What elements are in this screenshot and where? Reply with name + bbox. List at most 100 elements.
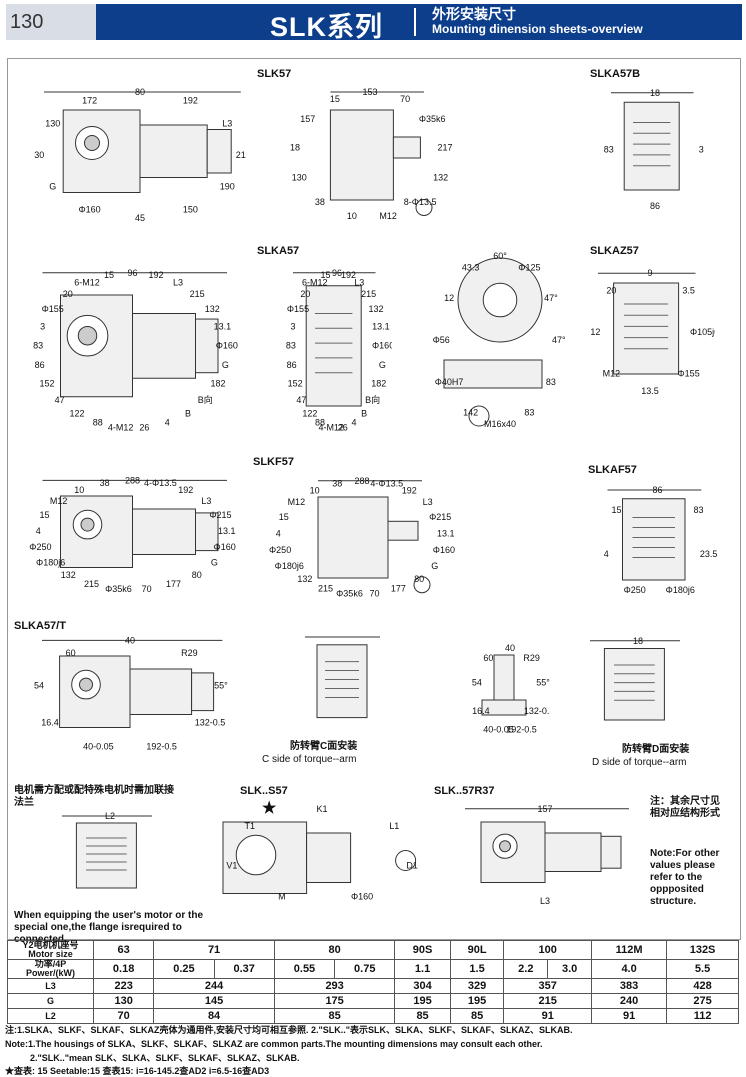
label-slkaf57: SLKAF57	[588, 464, 637, 476]
shaft-section	[413, 576, 431, 594]
dimension-label: 47°	[544, 293, 558, 303]
value-cell: 244	[153, 978, 275, 994]
dimension-label: 10	[74, 485, 84, 495]
dimension-label: 192	[402, 486, 417, 496]
dimension-label: Φ250	[29, 542, 51, 552]
dimension-label: 38	[315, 197, 325, 207]
dimension-label: 13.1	[218, 526, 236, 536]
dimension-label: 4-Φ13.5	[370, 478, 403, 488]
dimension-label: 132	[297, 574, 312, 584]
motor-size-cell: 132S	[666, 940, 739, 960]
dimension-label: G	[211, 557, 218, 567]
motor-fan-cover	[195, 318, 219, 374]
value-cell: 215	[503, 993, 593, 1009]
motor-size-cell: 80	[273, 940, 396, 960]
dimension-label: 15	[321, 270, 331, 280]
label-slkaz57: SLKAZ57	[590, 245, 639, 257]
footnote-1: 注:1.SLKA、SLKF、SLKAF、SLKAZ壳体为通用件,安装尺寸均可相互…	[5, 1025, 573, 1035]
motor-flange-note-cn: 电机需方配或配特殊电机时需加联接法兰	[14, 785, 174, 808]
dimension-label: 55°	[536, 678, 550, 688]
dimension-label: 13.1	[437, 528, 455, 538]
power-cell: 1.1	[394, 959, 451, 979]
dimension-label: 3	[291, 321, 296, 331]
dimension-label: L3	[173, 277, 183, 287]
motor-body	[544, 832, 602, 872]
dimension-label: 96	[332, 268, 342, 278]
dimension-label: 40-0.05	[483, 724, 514, 734]
dimension-label: 86	[35, 360, 45, 370]
dimension-label: 47	[296, 395, 306, 405]
label-slk57: SLK57	[257, 68, 292, 80]
dimension-label: 15	[279, 512, 289, 522]
title-en: Mounting dinension sheets-overview	[432, 22, 643, 36]
dimension-label: 47°	[552, 335, 566, 345]
dimension-label: 288	[354, 476, 369, 486]
dimension-label: 153	[362, 87, 377, 97]
value-cell: 428	[666, 978, 739, 994]
dimension-label: 217	[438, 142, 453, 152]
value-cell: 70	[92, 1008, 155, 1024]
dimension-label: 86	[650, 201, 660, 211]
power-cell: 2.2	[503, 959, 549, 979]
dimension-label: 157	[537, 804, 552, 814]
dimension-label: Φ160	[351, 892, 373, 902]
motor-size-cell: 112M	[591, 940, 668, 960]
side-note-cn: 注：其余尺寸见相对应结构形式	[650, 796, 720, 819]
flange-bore	[482, 282, 518, 318]
label-power_label_cn: 功率/4P	[34, 959, 67, 969]
dimension-label: L1	[389, 821, 399, 831]
power-cell: 0.75	[334, 959, 396, 979]
title-separator	[414, 8, 416, 36]
dimension-label: 132	[368, 304, 383, 314]
dimension-label: 215	[361, 289, 376, 299]
motor-size-cell: 63	[92, 940, 155, 960]
dimension-label: 12	[444, 293, 454, 303]
dimension-label: 15	[611, 505, 621, 515]
dimension-label: 83	[546, 377, 556, 387]
dimension-label: 70	[142, 584, 152, 594]
dimension-label: 9	[647, 268, 652, 278]
dimension-label: 177	[166, 579, 181, 589]
dimension-label: 132-0.5	[195, 717, 226, 727]
shaft-hole	[80, 517, 95, 532]
dimension-label: 4	[604, 549, 609, 559]
dimension-label: 60	[66, 648, 76, 658]
shaft-hole	[499, 840, 511, 853]
dimension-label: Φ160	[78, 205, 100, 215]
dimension-label: 15	[40, 510, 50, 520]
dimension-label: 30	[34, 150, 44, 160]
dimension-label: Φ125	[518, 262, 540, 272]
value-cell: 304	[394, 978, 451, 994]
output-shaft	[387, 520, 419, 541]
dimension-label: 157	[300, 114, 315, 124]
dimension-label: 60°	[493, 251, 507, 261]
dimension-label: 130	[45, 119, 60, 129]
dimension-label: 83	[524, 408, 534, 418]
motor-body	[129, 668, 193, 715]
dimension-label: 142	[463, 408, 478, 418]
dimension-label: 20	[63, 289, 73, 299]
dimension-label: T1	[245, 821, 256, 831]
dimension-label: 182	[210, 379, 225, 389]
dimension-label: Φ250	[624, 585, 646, 595]
dimension-label: L3	[423, 497, 433, 507]
output-bore	[235, 834, 277, 876]
dimension-label: 152	[39, 379, 54, 389]
dimension-label: M16x40	[484, 419, 516, 429]
dimension-label: Φ35k6	[419, 114, 446, 124]
dimension-label: M	[278, 892, 286, 902]
dimension-label: 54	[472, 678, 482, 688]
dimension-label: 150	[183, 205, 198, 215]
hollow-shaft	[443, 359, 543, 389]
dimension-label: 40-0.05	[83, 741, 114, 751]
dimension-label: K1	[316, 804, 327, 814]
dimension-label: Φ180j6	[36, 557, 65, 567]
value-cell: 130	[92, 993, 155, 1009]
power-cell: 1.5	[449, 959, 505, 979]
